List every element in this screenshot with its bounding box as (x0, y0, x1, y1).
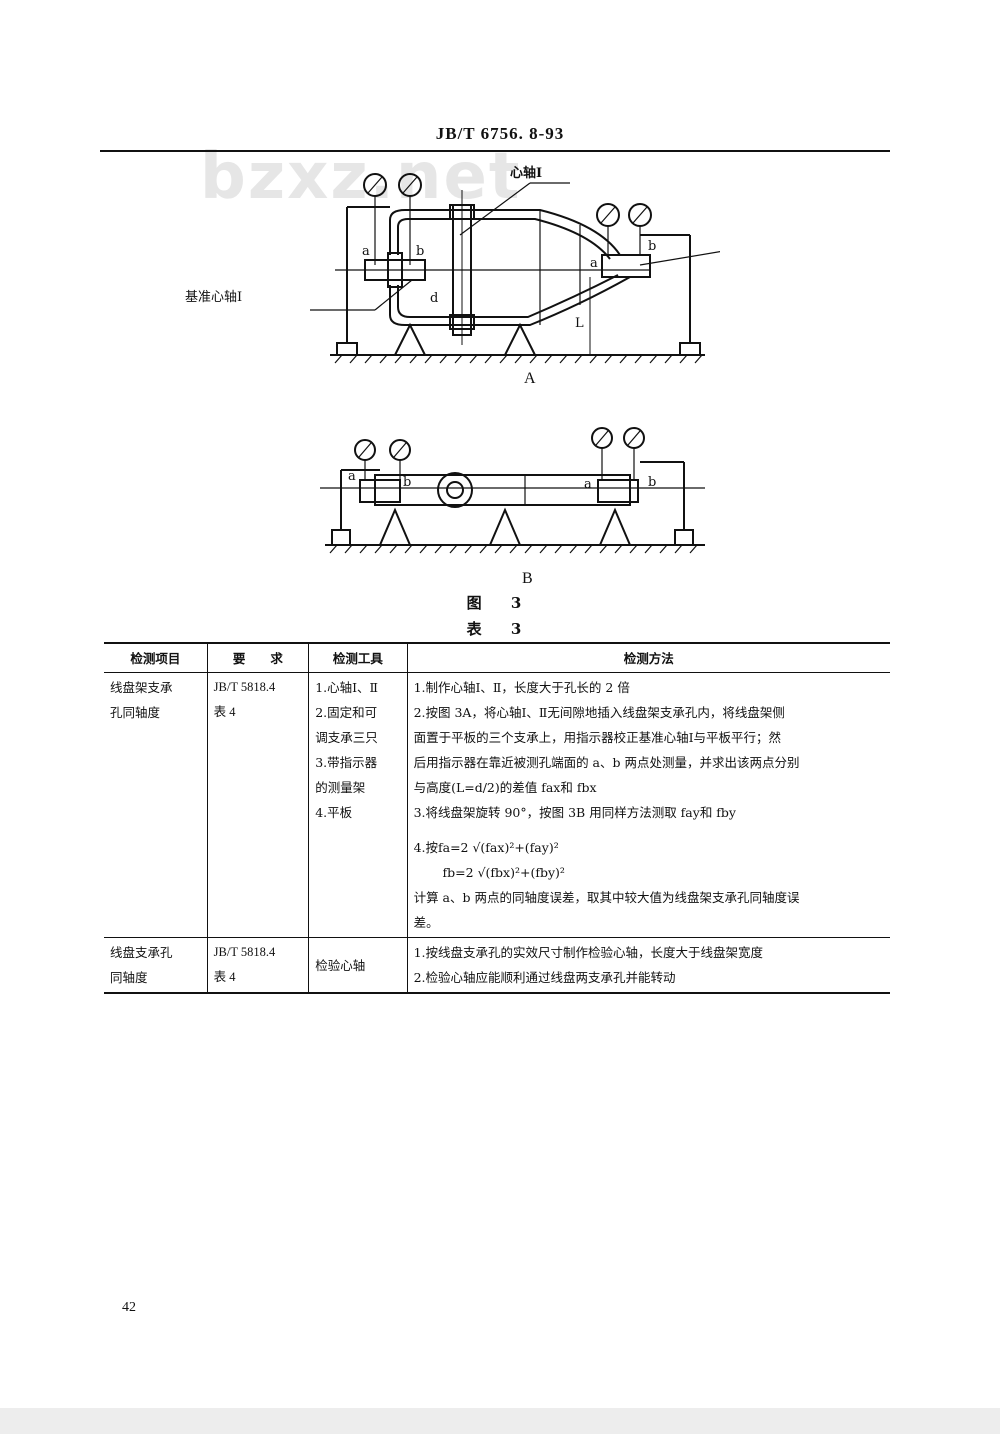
tool-line: 调支承三只 (315, 730, 378, 745)
support-right (599, 507, 631, 546)
figure-a-label: A (524, 370, 536, 387)
method-line: 后用指示器在靠近被测孔端面的 a、b 两点处测量，并求出该两点分别 (413, 755, 800, 770)
stand-base-left (331, 529, 351, 546)
item-line: 孔同轴度 (110, 705, 161, 720)
label-point-b2: b (648, 475, 656, 490)
label-point-b: b (416, 244, 424, 259)
inspection-table: 检测项目 要 求 检测工具 检测方法 线盘架支承 孔同轴度 JB/T 5818.… (104, 642, 890, 994)
support-left (379, 507, 411, 546)
table-row: 线盘架支承 孔同轴度 JB/T 5818.4 表 4 1.心轴Ⅰ、Ⅱ 2.固定和… (104, 672, 890, 938)
tool-line: 的测量架 (315, 780, 366, 795)
cell-method: 1.按线盘支承孔的实效尺寸制作检验心轴，长度大于线盘架宽度 2.检验心轴应能顺利… (406, 937, 890, 994)
figure-b-label: B (522, 570, 533, 587)
tool-line: 1.心轴Ⅰ、Ⅱ (315, 680, 379, 695)
label-point-a2: a (590, 256, 598, 271)
figure-3a: 心轴Ⅰ Ⅱ 基准心轴Ⅰ a b a b d L (185, 165, 720, 364)
cell-method: 1.制作心轴Ⅰ、Ⅱ，长度大于孔长的 2 倍 2.按图 3A，将心轴Ⅰ、Ⅱ无间隙地… (406, 672, 890, 938)
ground-hatch (329, 544, 698, 554)
requirement-line: 表 4 (213, 705, 236, 719)
cell-item: 线盘支承孔 同轴度 (104, 937, 208, 994)
cell-tools: 检验心轴 (308, 937, 408, 994)
item-line: 同轴度 (110, 970, 148, 985)
cell-requirement: JB/T 5818.4 表 4 (206, 937, 309, 994)
label-dimension-d: d (430, 291, 438, 306)
method-line: 1.按线盘支承孔的实效尺寸制作检验心轴，长度大于线盘架宽度 (413, 945, 763, 960)
stand-base-right (679, 342, 701, 356)
item-line: 线盘架支承 (110, 680, 173, 695)
label-point-b2: b (648, 239, 656, 254)
shaft-ii (601, 254, 651, 278)
header-requirement: 要 求 (206, 642, 309, 673)
header-rule (100, 150, 890, 152)
cell-item: 线盘架支承 孔同轴度 (104, 672, 208, 938)
document-code: JB/T 6756. 8-93 (435, 124, 565, 143)
support-middle (504, 322, 536, 356)
label-shaft-i: 心轴Ⅰ (510, 165, 542, 181)
tool-line: 检验心轴 (315, 957, 366, 973)
bearing-left (359, 479, 401, 503)
figure-3b: a b a b (320, 427, 705, 554)
requirement-line: JB/T 5818.4 (213, 680, 276, 694)
method-line: fb=2 √(fbx)²+(fby)² (413, 865, 565, 880)
method-line: 差。 (413, 915, 439, 930)
central-boss (437, 472, 473, 508)
header-tools: 检测工具 (308, 642, 408, 673)
method-line: 2.检验心轴应能顺利通过线盘两支承孔并能转动 (413, 970, 676, 985)
label-point-a: a (362, 244, 370, 259)
label-point-a: a (348, 469, 356, 484)
cell-requirement: JB/T 5818.4 表 4 (206, 672, 309, 938)
method-line: 计算 a、b 两点的同轴度误差，取其中较大值为线盘架支承孔同轴度误 (413, 890, 800, 905)
method-spacer (414, 825, 884, 835)
label-reference-shaft: 基准心轴Ⅰ (185, 290, 242, 305)
viewer-bottom-strip (0, 1408, 1000, 1434)
label-point-a2: a (584, 477, 592, 492)
tool-line: 4.平板 (315, 805, 353, 820)
table-row: 线盘支承孔 同轴度 JB/T 5818.4 表 4 检验心轴 1.按线盘支承孔的… (104, 937, 890, 994)
method-line: 1.制作心轴Ⅰ、Ⅱ，长度大于孔长的 2 倍 (413, 680, 630, 695)
figure-caption: 图 3 (466, 594, 534, 612)
label-point-b: b (403, 475, 411, 490)
cell-tools: 1.心轴Ⅰ、Ⅱ 2.固定和可 调支承三只 3.带指示器 的测量架 4.平板 (308, 672, 408, 938)
method-line: 4.按fa=2 √(fax)²+(fay)² (413, 840, 559, 855)
stand-base-left (336, 342, 358, 356)
watermark: bzxz.net (200, 140, 522, 214)
table-header-row: 检测项目 要 求 检测工具 检测方法 (104, 642, 890, 673)
requirement-line: JB/T 5818.4 (213, 945, 276, 959)
frame-top (389, 209, 621, 256)
method-line: 3.将线盘架旋转 90°，按图 3B 用同样方法测取 fay和 fby (413, 805, 736, 820)
tool-line: 2.固定和可 (315, 705, 378, 720)
bearing-right (597, 479, 639, 503)
header-item: 检测项目 (104, 642, 208, 673)
method-line: 面置于平板的三个支承上，用指示器校正基准心轴Ⅰ与平板平行；然 (413, 730, 782, 745)
tool-line: 3.带指示器 (315, 755, 378, 770)
frame-bottom (389, 276, 631, 326)
table-caption: 表 3 (466, 620, 534, 638)
ground-hatch (334, 354, 703, 364)
method-line: 与高度(L=d/2)的差值 fax和 fbx (413, 780, 597, 795)
support-middle (489, 507, 521, 546)
frame-body (374, 474, 631, 506)
item-line: 线盘支承孔 (110, 945, 173, 960)
header-method: 检测方法 (406, 642, 890, 673)
label-dimension-l: L (575, 316, 584, 331)
support-left (394, 322, 426, 356)
page-number: 42 (122, 1300, 136, 1315)
requirement-line: 表 4 (213, 970, 236, 984)
method-line: 2.按图 3A，将心轴Ⅰ、Ⅱ无间隙地插入线盘架支承孔内，将线盘架侧 (413, 705, 785, 720)
stand-base-right (674, 529, 694, 546)
